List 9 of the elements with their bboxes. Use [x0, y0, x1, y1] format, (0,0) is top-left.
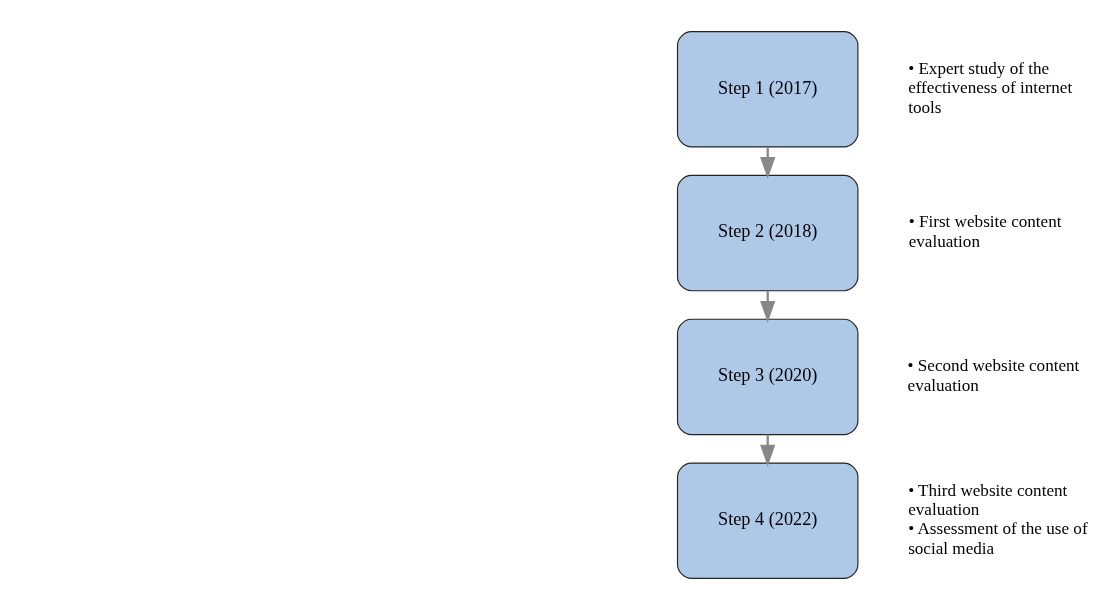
node-box: Step 2 (2018)	[676, 174, 859, 291]
node-label: • Assessment of the use of social media	[908, 518, 1088, 558]
node-box: Step 1 (2017)	[676, 30, 859, 147]
node-box: Step 4 (2022)	[676, 462, 859, 579]
node-label: • Second website content evaluation	[907, 355, 1080, 395]
node-label: • Third website content evaluation	[908, 480, 1068, 519]
node-label: • First website content evaluation	[908, 211, 1062, 251]
node-label: • Expert study of the effectiveness of internet tools	[908, 58, 1073, 117]
node-box: Step 3 (2020)	[676, 318, 859, 435]
